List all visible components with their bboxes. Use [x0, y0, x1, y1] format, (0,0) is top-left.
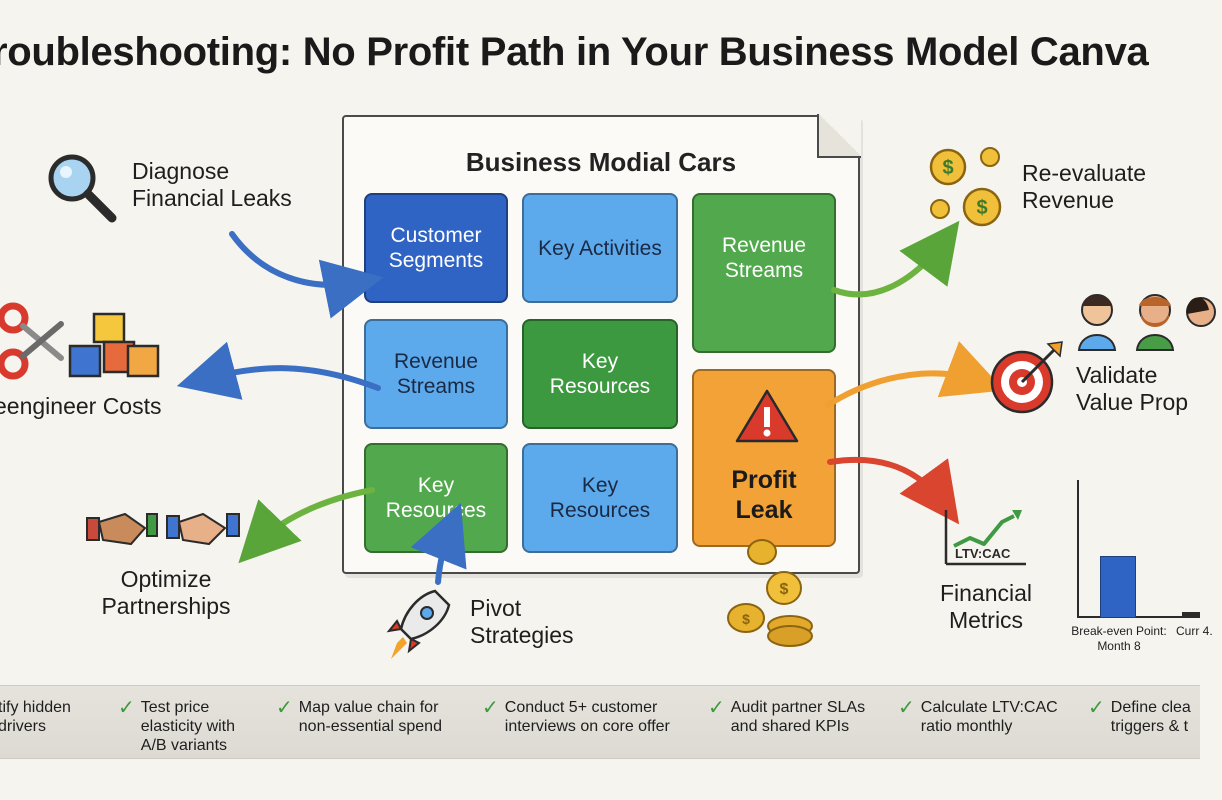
block-key-resources[interactable]: Key Resources: [522, 319, 678, 429]
checklist-item: ✓Conduct 5+ customer interviews on core …: [482, 698, 692, 736]
page-title: roubleshooting: No Profit Path in Your B…: [0, 30, 1149, 74]
chart-axis-y: [1077, 480, 1079, 618]
checklist-band: [0, 685, 1200, 759]
checklist-item: ✓Calculate LTV:CAC ratio monthly: [898, 698, 1074, 736]
checklist-text: Audit partner SLAs and shared KPIs: [730, 699, 866, 735]
checklist-text: Map value chain for non-essential spend: [298, 699, 442, 735]
checklist-text: Define clea triggers & t: [1110, 699, 1191, 735]
block-key-activities[interactable]: Key Activities: [522, 193, 678, 303]
chart-axis-x: [1077, 616, 1200, 618]
arrow-partnerships: [238, 487, 375, 564]
block-label: Revenue Streams: [721, 234, 807, 282]
handshake-icon: [86, 512, 240, 546]
canvas-title: Business Modial Cars: [465, 147, 737, 177]
arrow-reengineer: [176, 341, 381, 400]
strategy-validate: Validate Value Prop: [1076, 362, 1189, 415]
checklist-item: ✓Map value chain for non-essential spend: [276, 698, 466, 736]
checklist-text: Test price elasticity with A/B variants: [140, 699, 236, 754]
arrow-validate: [825, 341, 1005, 408]
block-revenue-streams[interactable]: Revenue Streams: [364, 319, 508, 429]
magnifier-icon: [48, 154, 117, 223]
strategy-metrics: Financial Metrics: [939, 580, 1033, 633]
check-icon: ✓: [118, 697, 135, 719]
block-label: Key Resources: [549, 474, 651, 522]
arrow-pivot: [410, 502, 467, 585]
coins-icon: $ $: [727, 539, 813, 647]
breakeven-label: Break-even Point: Month 8: [1071, 624, 1167, 653]
rocket-icon: [385, 589, 451, 659]
block-profit-leak[interactable]: Profit Leak: [692, 369, 836, 547]
svg-text:$: $: [942, 157, 953, 179]
scissors-icon: [0, 302, 64, 380]
strategy-pivot: Pivot Strategies: [470, 595, 574, 648]
svg-text:$: $: [780, 581, 789, 598]
block-label: Revenue Streams: [393, 350, 479, 398]
warning-icon: [735, 389, 799, 443]
arrow-diagnose: [229, 231, 384, 319]
check-icon: ✓: [276, 697, 293, 719]
strategy-partnerships: Optimize Partnerships: [101, 566, 231, 619]
block-label: Key Activities: [538, 236, 662, 260]
svg-text:$: $: [976, 197, 987, 219]
business-model-canvas: Business Modial Cars Customer Segments K…: [342, 114, 861, 574]
checklist-text: Calculate LTV:CAC ratio monthly: [920, 699, 1058, 735]
check-icon: ✓: [482, 697, 499, 719]
checklist-text: tify hidden drivers: [0, 699, 71, 735]
block-label: Key Resources: [549, 350, 651, 398]
checklist-item: ✓Test price elasticity with A/B variants: [118, 698, 258, 755]
block-label: Profit Leak: [731, 466, 797, 524]
block-label: Customer Segments: [388, 224, 484, 272]
checklist-item: ✓Define clea triggers & t: [1088, 698, 1200, 736]
check-icon: ✓: [1088, 697, 1105, 719]
target-icon: [990, 341, 1063, 414]
check-icon: ✓: [898, 697, 915, 719]
block-revenue-streams-top[interactable]: Revenue Streams: [692, 193, 836, 353]
checklist-item: ✓Audit partner SLAs and shared KPIs: [708, 698, 884, 736]
cubes-icon: [68, 312, 160, 378]
block-customer-segments[interactable]: Customer Segments: [364, 193, 508, 303]
check-icon: ✓: [708, 697, 725, 719]
ltv-cac-inset-label: LTV:CAC: [955, 546, 1011, 561]
current-bar-stub: [1182, 612, 1200, 616]
strategy-reengineer: eengineer Costs: [0, 393, 162, 419]
breakeven-bar: [1100, 556, 1136, 618]
page-fold-corner: [817, 114, 861, 158]
strategy-revenue: Re-evaluate Revenue: [1022, 160, 1147, 213]
strategy-diagnose: Diagnose Financial Leaks: [132, 158, 292, 211]
block-key-resources-bottom-2[interactable]: Key Resources: [522, 443, 678, 553]
arrow-revenue: [831, 220, 960, 298]
coins-revenue-icon: $ $: [929, 147, 1002, 227]
arrow-metrics: [827, 456, 960, 525]
svg-text:$: $: [742, 611, 750, 627]
checklist-item: tify hidden drivers: [0, 698, 102, 736]
checklist-text: Conduct 5+ customer interviews on core o…: [504, 699, 670, 735]
people-icon: [1077, 294, 1216, 351]
trend-icon: [944, 510, 1026, 566]
current-label: Curr 4.: [1176, 624, 1213, 638]
